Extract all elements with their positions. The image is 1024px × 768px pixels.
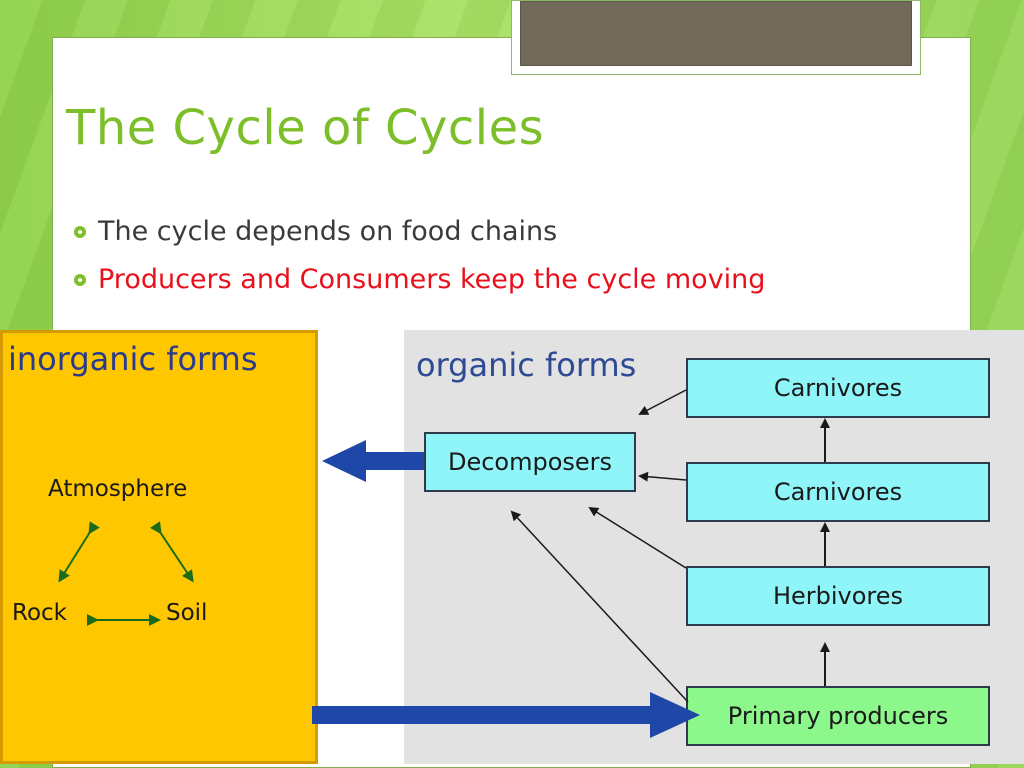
arrow-producers-to-decomposers bbox=[510, 510, 689, 703]
flow-arrow-to-inorganic bbox=[322, 440, 424, 482]
arrow-atmosphere-soil bbox=[150, 521, 194, 583]
organic-forms-label: organic forms bbox=[416, 346, 637, 384]
soil-label: Soil bbox=[166, 600, 208, 626]
slide-title: The Cycle of Cycles bbox=[66, 100, 545, 156]
herbivores-box: Herbivores bbox=[686, 566, 990, 626]
bullet-text: Producers and Consumers keep the cycle m… bbox=[98, 264, 766, 295]
bullet-text: The cycle depends on food chains bbox=[98, 216, 558, 247]
header-tab bbox=[511, 0, 921, 75]
arrow-atmosphere-rock bbox=[58, 521, 100, 583]
arrow-carnivores-to-decomposers bbox=[638, 471, 687, 482]
bullet-item: The cycle depends on food chains bbox=[74, 216, 557, 247]
bullet-circle-icon bbox=[74, 273, 86, 286]
inorganic-forms-label: inorganic forms bbox=[8, 340, 258, 378]
carnivores-top-box: Carnivores bbox=[686, 358, 990, 418]
flow-arrow-to-producers bbox=[312, 692, 700, 738]
atmosphere-label: Atmosphere bbox=[48, 476, 188, 502]
carnivores-box: Carnivores bbox=[686, 462, 990, 522]
header-tab-fill bbox=[520, 1, 912, 66]
decomposers-box: Decomposers bbox=[424, 432, 636, 492]
arrow-herbivores-to-decomposers bbox=[588, 506, 687, 569]
rock-label: Rock bbox=[12, 600, 67, 626]
bullet-circle-icon bbox=[74, 225, 86, 238]
bullet-item: Producers and Consumers keep the cycle m… bbox=[74, 264, 765, 295]
arrow-carnivores-top-to-decomposers bbox=[638, 389, 687, 415]
